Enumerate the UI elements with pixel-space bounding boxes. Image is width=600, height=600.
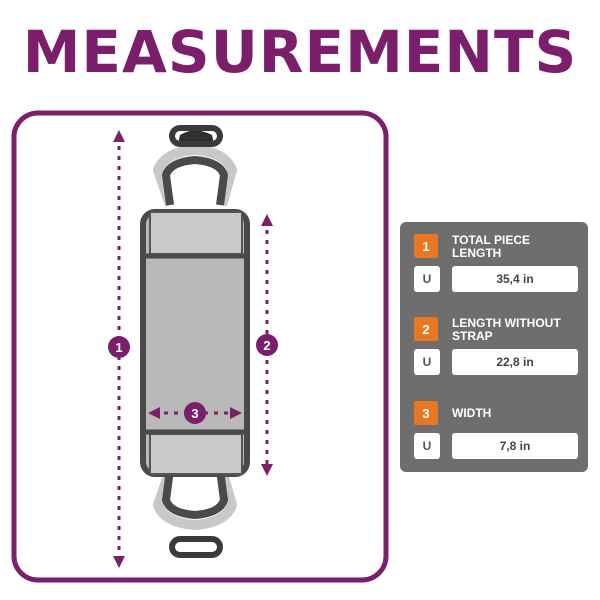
measurement-2-header: 2 LENGTH WITHOUT STRAP <box>414 317 568 343</box>
marker-2-badge <box>256 334 278 356</box>
measurement-3-unit: U <box>414 433 440 459</box>
page-title: MEASUREMENTS <box>22 18 578 86</box>
marker-1-badge <box>108 336 130 358</box>
measurement-1-number: 1 <box>414 234 438 258</box>
measurement-1-header: 1 TOTAL PIECE LENGTH <box>414 234 568 260</box>
measurement-2-value: 22,8 in <box>452 349 578 375</box>
measurement-3-label: WIDTH <box>452 406 492 420</box>
measurement-1-unit: U <box>414 266 440 292</box>
marker-3-badge <box>184 402 206 424</box>
product-illustration <box>140 125 250 558</box>
measurement-3-value: 7,8 in <box>452 433 578 459</box>
marker-2-label: 2 <box>263 338 270 353</box>
measurement-2-unit: U <box>414 349 440 375</box>
measurement-3-number: 3 <box>414 401 438 425</box>
measurement-2-number: 2 <box>414 317 438 341</box>
measurements-panel: 1 TOTAL PIECE LENGTH U 35,4 in 2 LENGTH … <box>400 222 588 472</box>
diagram-frame <box>11 110 389 583</box>
measurement-2-label: LENGTH WITHOUT STRAP <box>452 316 561 343</box>
measurement-1-value: 35,4 in <box>452 266 578 292</box>
marker-3-label: 3 <box>191 406 198 421</box>
measurement-3-header: 3 WIDTH <box>414 401 568 425</box>
measurement-1-label: TOTAL PIECE LENGTH <box>452 233 531 260</box>
marker-1-label: 1 <box>115 340 122 355</box>
